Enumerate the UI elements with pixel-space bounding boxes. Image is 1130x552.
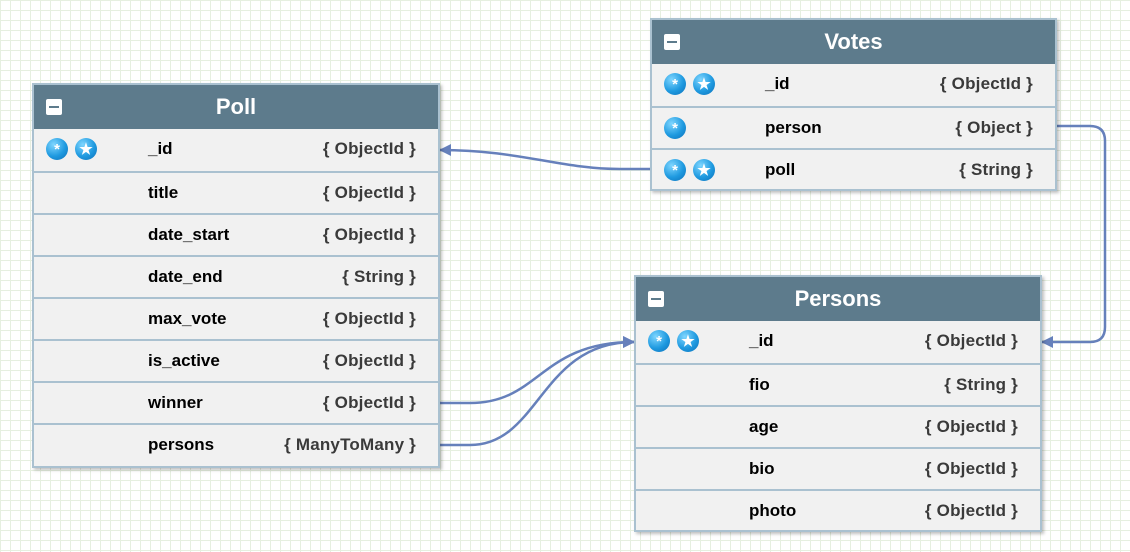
- star-icon: ★: [693, 159, 715, 181]
- relation-poll-persons-to-persons-id[interactable]: [440, 336, 635, 447]
- field-row[interactable]: max_vote { ObjectId }: [34, 297, 438, 339]
- star-icon: ★: [693, 73, 715, 95]
- table-persons[interactable]: Persons * ★ _id { ObjectId } fio { String…: [634, 275, 1042, 532]
- field-row[interactable]: title { ObjectId }: [34, 171, 438, 213]
- field-type: { ObjectId }: [924, 331, 1018, 350]
- star-icon: ★: [677, 330, 699, 352]
- collapse-icon[interactable]: [648, 291, 664, 307]
- field-name: title: [148, 183, 179, 202]
- field-type: { ObjectId }: [322, 225, 416, 244]
- field-name: date_end: [148, 267, 223, 286]
- collapse-icon[interactable]: [46, 99, 62, 115]
- field-name: photo: [749, 501, 797, 520]
- collapse-icon[interactable]: [664, 34, 680, 50]
- field-type: { ObjectId }: [924, 501, 1018, 520]
- key-icon: *: [664, 159, 686, 181]
- field-type: { ObjectId }: [924, 417, 1018, 436]
- field-row[interactable]: photo { ObjectId }: [636, 489, 1040, 531]
- field-type: { ObjectId }: [322, 139, 416, 158]
- field-name: winner: [148, 393, 203, 412]
- field-row[interactable]: bio { ObjectId }: [636, 447, 1040, 489]
- field-row[interactable]: winner { ObjectId }: [34, 381, 438, 423]
- field-type: { Object }: [955, 118, 1033, 137]
- field-row[interactable]: fio { String }: [636, 363, 1040, 405]
- field-type: { ObjectId }: [924, 459, 1018, 478]
- key-icon: *: [46, 138, 68, 160]
- field-type: { String }: [944, 375, 1018, 394]
- field-name: persons: [148, 435, 215, 454]
- key-icon: *: [664, 117, 686, 139]
- table-title: Persons: [794, 286, 882, 311]
- field-type: { ManyToMany }: [284, 435, 416, 454]
- field-name: _id: [765, 74, 790, 93]
- field-type: { String }: [342, 267, 416, 286]
- key-icon: *: [664, 73, 686, 95]
- field-name: age: [749, 417, 779, 436]
- field-name: max_vote: [148, 309, 227, 328]
- field-row[interactable]: date_start { ObjectId }: [34, 213, 438, 255]
- field-row[interactable]: age { ObjectId }: [636, 405, 1040, 447]
- field-name: bio: [749, 459, 775, 478]
- table-header[interactable]: Poll: [34, 85, 438, 129]
- field-name: _id: [148, 139, 173, 158]
- field-row[interactable]: * person { Object }: [652, 106, 1055, 148]
- table-header[interactable]: Votes: [652, 20, 1055, 64]
- field-name: fio: [749, 375, 770, 394]
- field-row[interactable]: * ★ poll { String }: [652, 148, 1055, 190]
- field-name: poll: [765, 160, 796, 179]
- relation-votes-person-to-persons-id[interactable]: [1041, 124, 1107, 348]
- field-name: date_start: [148, 225, 230, 244]
- table-title: Votes: [824, 29, 883, 54]
- relation-votes-poll-to-poll-id[interactable]: [439, 144, 650, 171]
- field-name: person: [765, 118, 822, 137]
- star-icon: ★: [75, 138, 97, 160]
- field-row[interactable]: date_end { String }: [34, 255, 438, 297]
- field-type: { ObjectId }: [322, 393, 416, 412]
- key-icon: *: [648, 330, 670, 352]
- relation-poll-winner-to-persons-id[interactable]: [440, 336, 635, 405]
- field-name: _id: [749, 331, 774, 350]
- field-row[interactable]: persons { ManyToMany }: [34, 423, 438, 465]
- field-row[interactable]: * ★ _id { ObjectId }: [34, 129, 438, 171]
- table-poll[interactable]: Poll * ★ _id { ObjectId } title { ObjectI…: [32, 83, 440, 468]
- field-name: is_active: [148, 351, 220, 370]
- table-header[interactable]: Persons: [636, 277, 1040, 321]
- table-title: Poll: [215, 94, 257, 119]
- field-type: { ObjectId }: [939, 74, 1033, 93]
- field-row[interactable]: is_active { ObjectId }: [34, 339, 438, 381]
- field-type: { ObjectId }: [322, 351, 416, 370]
- field-row[interactable]: * ★ _id { ObjectId }: [636, 321, 1040, 363]
- field-row[interactable]: * ★ _id { ObjectId }: [652, 64, 1055, 106]
- table-votes[interactable]: Votes * ★ _id { ObjectId } * person { Obj…: [650, 18, 1057, 191]
- field-type: { ObjectId }: [322, 183, 416, 202]
- field-type: { ObjectId }: [322, 309, 416, 328]
- field-type: { String }: [959, 160, 1033, 179]
